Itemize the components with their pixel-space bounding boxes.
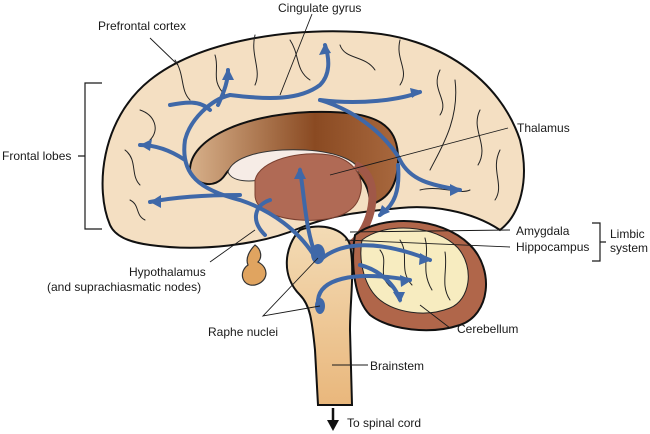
thalamus [254,153,362,221]
label-hypothalamus-line2: (and suprachiasmatic nodes) [47,280,201,294]
label-cingulate-gyrus: Cingulate gyrus [278,1,361,15]
serotonin-pathways [138,43,462,314]
label-limbic-system-line2: system [610,241,648,255]
label-thalamus: Thalamus [517,121,570,135]
label-frontal-lobes: Frontal lobes [2,149,71,163]
leader-lines [149,13,511,366]
label-prefrontal-cortex: Prefrontal cortex [98,19,186,33]
label-to-spinal-cord: To spinal cord [347,416,421,430]
label-brainstem: Brainstem [370,359,424,373]
frontal-lobes-bracket [78,82,102,230]
brainstem [285,225,354,406]
label-limbic-system-line1: Limbic [610,227,645,241]
raphe-nucleus-upper [311,244,325,264]
label-cerebellum: Cerebellum [457,322,518,336]
label-amygdala: Amygdala [516,224,570,238]
label-raphe-nuclei: Raphe nuclei [208,325,278,339]
down-arrow-icon [327,408,339,431]
label-hippocampus: Hippocampus [516,240,589,254]
label-hypothalamus-line1: Hypothalamus [129,265,206,279]
pituitary-gland [241,244,267,286]
limbic-system-bracket [592,222,606,262]
